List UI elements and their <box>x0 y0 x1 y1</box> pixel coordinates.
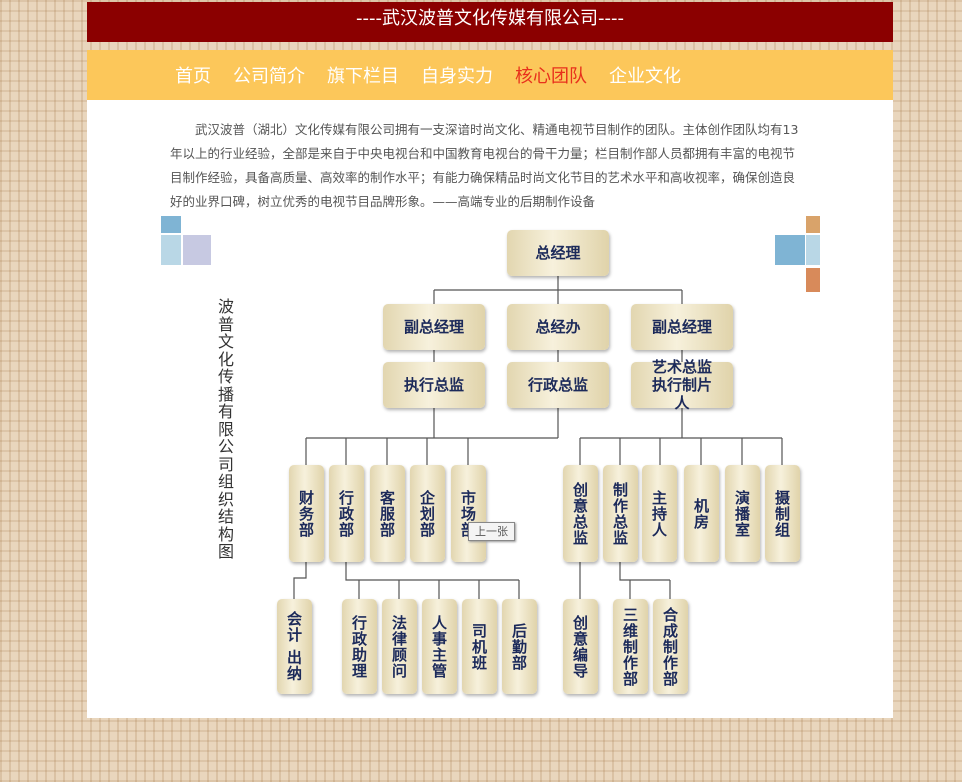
nav-culture[interactable]: 企业文化 <box>609 66 681 87</box>
nav-home[interactable]: 首页 <box>175 66 211 87</box>
org-node-ceo: 总经理 <box>507 230 609 276</box>
org-node-creative-director: 创意总监 <box>563 465 598 562</box>
org-node-gm-office: 总经办 <box>507 304 609 350</box>
decor-squares-right <box>775 216 820 294</box>
nav-programs[interactable]: 旗下栏目 <box>327 66 399 87</box>
org-node-production-director: 制作总监 <box>603 465 638 562</box>
previous-image-tooltip[interactable]: 上一张 <box>468 522 515 541</box>
org-node-legal: 法律顾问 <box>382 599 417 694</box>
main-nav: 首页 公司简介 旗下栏目 自身实力 核心团队 企业文化 <box>87 50 893 100</box>
org-node-vp-left: 副总经理 <box>383 304 485 350</box>
org-node-machine-room: 机房 <box>684 465 719 562</box>
org-node-finance: 财务部 <box>289 465 324 562</box>
org-node-3d: 三维制作部 <box>613 599 648 694</box>
intro-paragraph: 武汉波普（湖北）文化传媒有限公司拥有一支深谙时尚文化、精通电视节目制作的团队。主… <box>170 122 799 209</box>
org-node-host: 主持人 <box>642 465 677 562</box>
org-node-marketing: 市场部 <box>451 465 486 562</box>
org-node-art-director: 艺术总监 执行制片人 <box>631 358 733 412</box>
org-node-exec-director: 执行总监 <box>383 362 485 408</box>
org-node-service: 客服部 <box>370 465 405 562</box>
org-node-compositing: 合成制作部 <box>653 599 688 694</box>
org-node-accounting: 会计 出纳 <box>277 599 312 694</box>
nav-core-team[interactable]: 核心团队 <box>515 66 587 87</box>
nav-strength[interactable]: 自身实力 <box>421 66 493 87</box>
org-chart-title: 波普文化传播有限公司组织结构图 <box>217 297 234 561</box>
org-node-admin-assistant: 行政助理 <box>342 599 377 694</box>
org-node-logistics: 后勤部 <box>502 599 537 694</box>
decor-squares-left <box>161 216 211 266</box>
org-node-hr: 人事主管 <box>422 599 457 694</box>
org-node-studio: 演播室 <box>725 465 760 562</box>
org-node-drivers: 司机班 <box>462 599 497 694</box>
org-node-admin-director: 行政总监 <box>507 362 609 408</box>
org-node-planning: 企划部 <box>410 465 445 562</box>
org-node-creative-editor: 创意编导 <box>563 599 598 694</box>
org-node-camera-crew: 摄制组 <box>765 465 800 562</box>
nav-about[interactable]: 公司简介 <box>233 66 305 87</box>
org-node-vp-right: 副总经理 <box>631 304 733 350</box>
org-node-admin: 行政部 <box>329 465 364 562</box>
site-banner: ----武汉波普文化传媒有限公司---- <box>87 2 893 42</box>
